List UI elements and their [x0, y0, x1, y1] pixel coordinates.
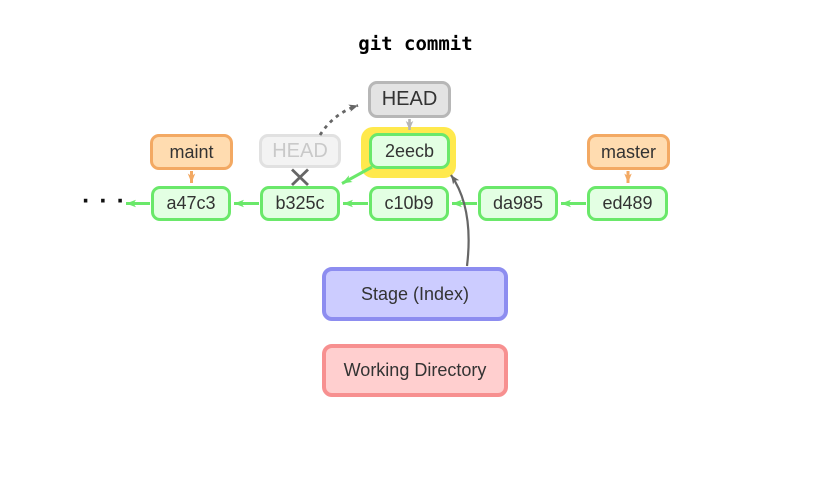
history-ellipsis: · · ·	[82, 187, 126, 215]
arrow-stage-to-new-commit	[450, 174, 470, 267]
diagram-title: git commit	[358, 33, 473, 55]
commit-node: b325c	[260, 186, 340, 221]
commit-node: a47c3	[151, 186, 231, 221]
commit-node: c10b9	[369, 186, 449, 221]
dashed-arrow-old-head-to-head	[318, 104, 359, 136]
stage-index-box: Stage (Index)	[322, 267, 508, 321]
new-commit-node: 2eecb	[369, 133, 450, 169]
x-mark	[291, 168, 309, 187]
branch-label-maint: maint	[150, 134, 233, 170]
commit-node: da985	[478, 186, 558, 221]
old-head-node: HEAD	[259, 134, 341, 168]
head-pointer-node: HEAD	[368, 81, 451, 118]
branch-label-master: master	[587, 134, 670, 170]
commit-node: ed489	[587, 186, 668, 221]
working-directory-box: Working Directory	[322, 344, 508, 397]
